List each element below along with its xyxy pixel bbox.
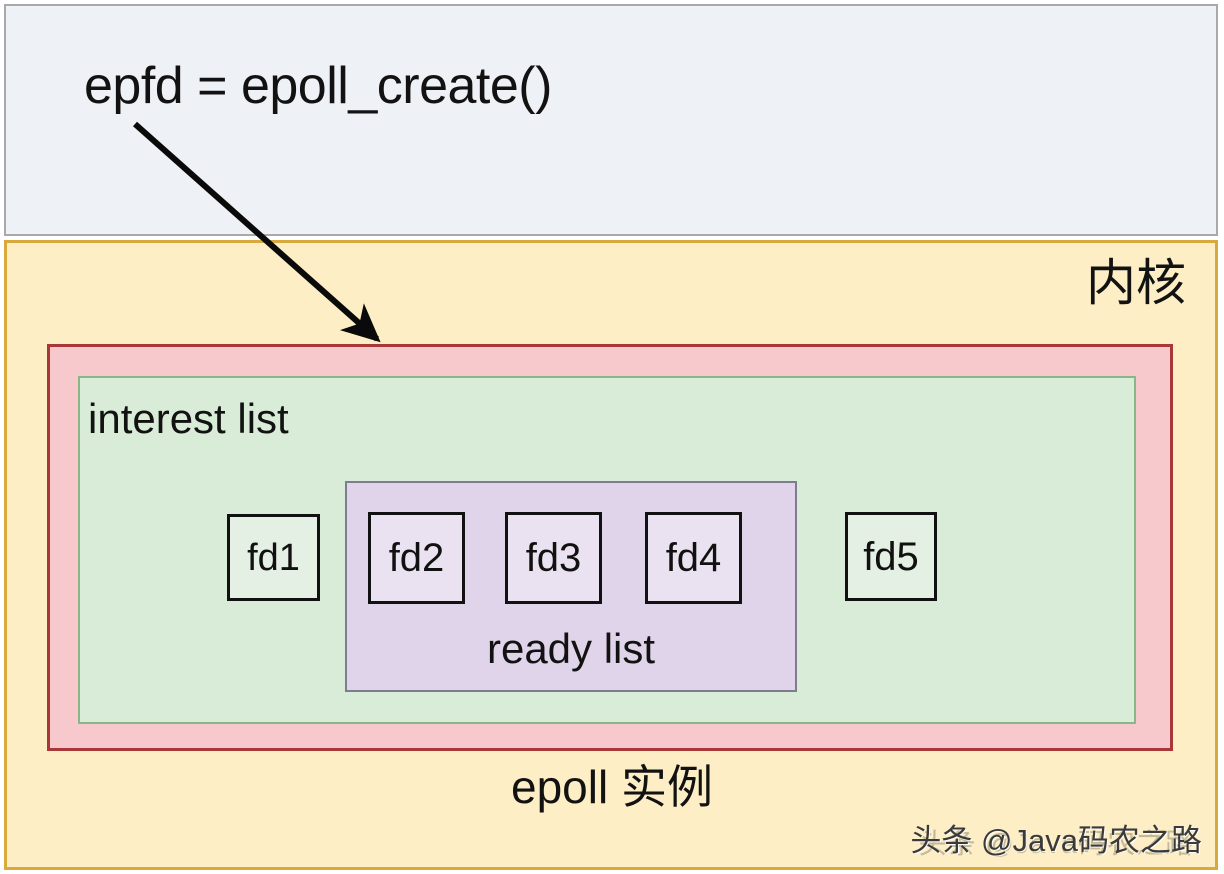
epoll-create-call-label: epfd = epoll_create() [84,57,552,115]
kernel-label: 内核 [1086,255,1186,311]
interest-list-label: interest list [88,395,289,442]
watermark-ghost: 头条 @Java码农之路 [918,828,1194,859]
fd-box-fd3: fd3 [505,512,602,604]
watermark: 头条 @Java码农之路 [910,823,1202,858]
ready-list-label: ready list [486,625,656,672]
fd-box-fd5: fd5 [845,512,937,601]
epoll-instance-label: epoll 实例 [511,761,713,813]
fd-box-fd1: fd1 [227,514,320,601]
fd-box-fd2: fd2 [368,512,465,604]
user-space-region [4,4,1218,236]
fd-box-fd4: fd4 [645,512,742,604]
